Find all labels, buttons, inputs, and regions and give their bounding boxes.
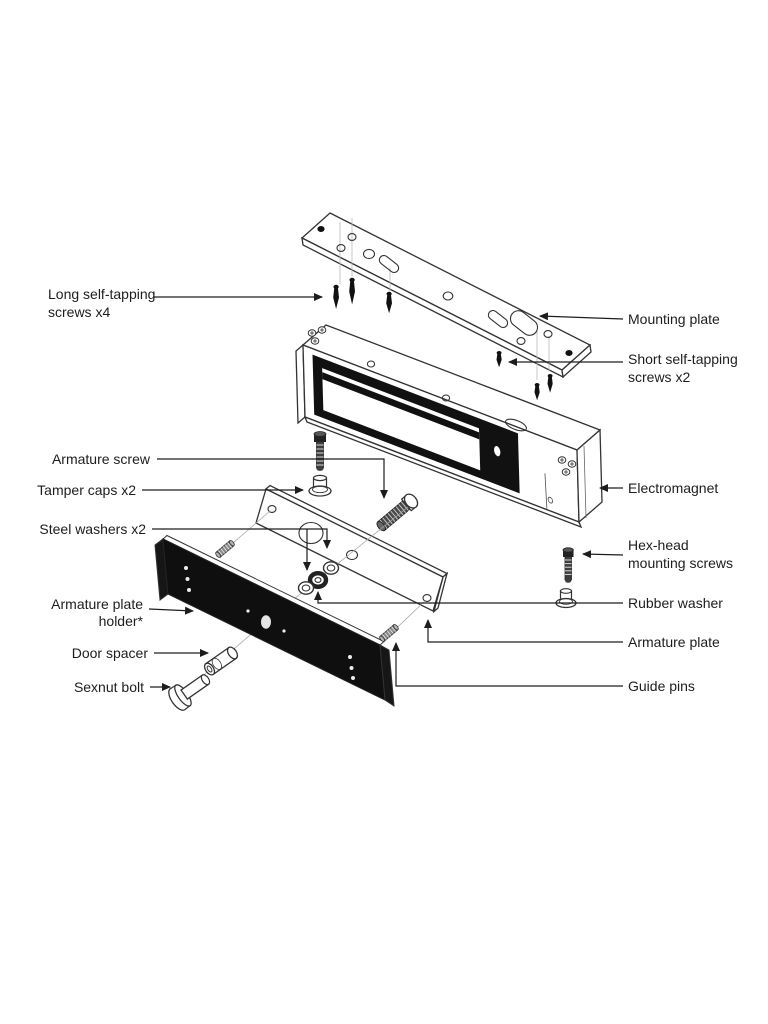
leader-lines — [142, 293, 624, 691]
holder-center-hole — [261, 615, 271, 629]
callout-steel-washers: Steel washers x2 — [39, 521, 146, 537]
leader-armature-plate-holder — [148, 606, 194, 615]
callout-hex-head-mounting-screws: Hex-head — [628, 537, 689, 553]
electromagnet-top-screws — [307, 326, 577, 476]
steel-washer-1 — [322, 561, 340, 575]
callouts-right: Mounting plate Short self-tapping screws… — [628, 311, 738, 694]
callout-armature-plate-holder-line2: holder* — [99, 613, 144, 629]
callout-armature-plate-holder: Armature plate — [51, 596, 143, 612]
callout-guide-pins: Guide pins — [628, 678, 695, 694]
tamper-cap-right — [555, 588, 577, 609]
leader-mounting-plate — [539, 312, 624, 321]
sexnut-bolt-drawing — [168, 674, 211, 711]
plate-corner-hole — [565, 350, 573, 356]
callout-short-self-tapping-screws: Short self-tapping — [628, 351, 738, 367]
callout-mounting-plate: Mounting plate — [628, 311, 720, 327]
short-self-tapping-screws — [496, 351, 553, 401]
leader-armature-screw — [157, 458, 388, 499]
steel-washer-2 — [297, 581, 315, 595]
hex-head-mounting-screw-right — [562, 547, 574, 583]
callout-sexnut-bolt: Sexnut bolt — [74, 679, 144, 695]
callout-armature-plate: Armature plate — [628, 634, 720, 650]
callouts-left: Long self-tapping screws x4 Armature scr… — [37, 286, 155, 695]
callout-door-spacer: Door spacer — [72, 645, 149, 661]
callout-long-self-tapping-screws: Long self-tapping — [48, 286, 155, 302]
guide-pin-left — [215, 540, 235, 558]
long-self-tapping-screws — [333, 277, 392, 314]
armature-plate-drawing — [255, 484, 449, 614]
callout-armature-screw: Armature screw — [52, 451, 151, 467]
hex-head-mounting-screw-left — [313, 431, 327, 471]
leader-steel-washers-1 — [152, 528, 331, 549]
leader-hex-screws — [582, 550, 624, 559]
plate-corner-hole — [317, 226, 325, 232]
guide-pin-right — [379, 624, 399, 642]
armature-screw-drawing — [376, 493, 419, 532]
tamper-cap-left — [308, 474, 332, 497]
callout-tamper-caps: Tamper caps x2 — [37, 482, 136, 498]
rubber-washer-drawing — [307, 571, 329, 590]
callout-rubber-washer: Rubber washer — [628, 595, 723, 611]
callout-long-self-tapping-screws-line2: screws x4 — [48, 304, 110, 320]
leader-rubber-washer — [314, 591, 623, 604]
armature-plate-holder-drawing — [154, 534, 395, 707]
door-spacer-drawing — [203, 646, 239, 676]
callout-electromagnet: Electromagnet — [628, 480, 718, 496]
callout-hex-head-mounting-screws-line2: mounting screws — [628, 555, 733, 571]
electromagnet-drawing — [295, 324, 603, 529]
callout-short-self-tapping-screws-line2: screws x2 — [628, 369, 690, 385]
leader-guide-pins — [392, 642, 623, 687]
leader-armature-plate — [424, 619, 623, 643]
